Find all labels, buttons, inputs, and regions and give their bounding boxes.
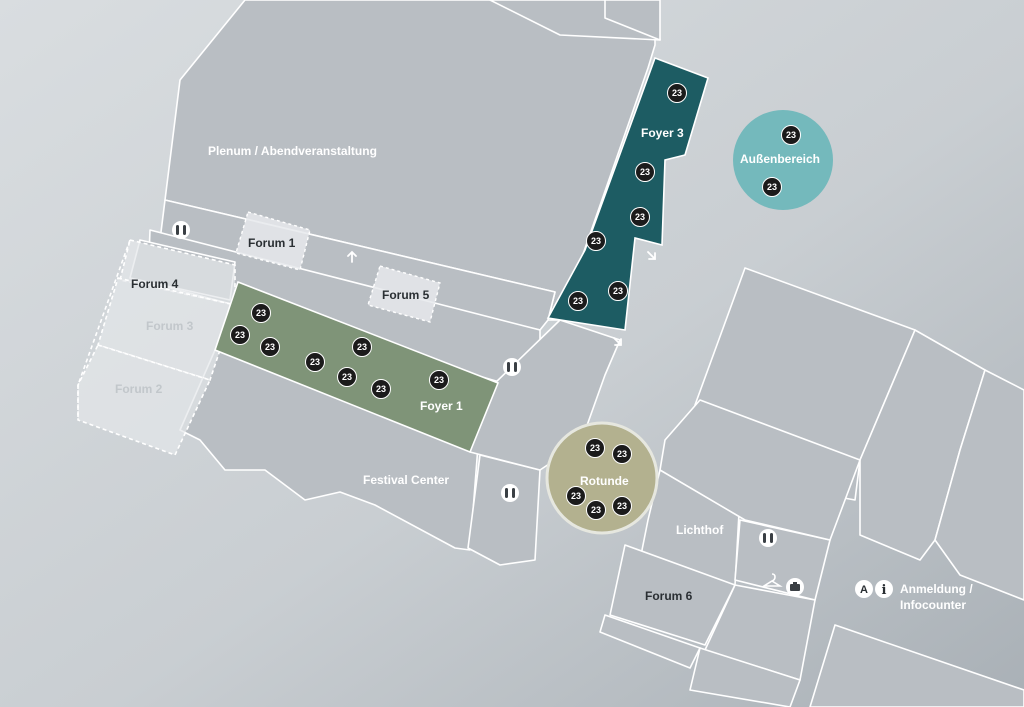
label-foyer-3: Foyer 3 bbox=[641, 126, 684, 140]
session-pin[interactable]: 23 bbox=[585, 438, 605, 458]
session-pin-label: 23 bbox=[265, 342, 275, 352]
area-aussenbereich[interactable] bbox=[733, 110, 833, 210]
session-pin[interactable]: 23 bbox=[608, 281, 628, 301]
luggage-icon bbox=[786, 578, 804, 596]
info-badge-letter: A bbox=[860, 584, 868, 596]
session-pin[interactable]: 23 bbox=[337, 367, 357, 387]
session-pin[interactable]: 23 bbox=[568, 291, 588, 311]
session-pin-label: 23 bbox=[672, 88, 682, 98]
session-pin-label: 23 bbox=[635, 212, 645, 222]
session-pin[interactable]: 23 bbox=[635, 162, 655, 182]
session-pin[interactable]: 23 bbox=[305, 352, 325, 372]
session-pin-label: 23 bbox=[256, 308, 266, 318]
label-forum-5: Forum 5 bbox=[382, 288, 430, 302]
room-north-corner bbox=[604, 0, 661, 41]
session-pin[interactable]: 23 bbox=[230, 325, 250, 345]
session-pin[interactable]: 23 bbox=[566, 486, 586, 506]
session-pin-label: 23 bbox=[310, 357, 320, 367]
label-forum-1: Forum 1 bbox=[248, 236, 296, 250]
session-pin[interactable]: 23 bbox=[260, 337, 280, 357]
session-pin-label: 23 bbox=[376, 384, 386, 394]
session-pin[interactable]: 23 bbox=[251, 303, 271, 323]
session-pin-label: 23 bbox=[235, 330, 245, 340]
session-pin-label: 23 bbox=[640, 167, 650, 177]
label-rotunde: Rotunde bbox=[580, 474, 629, 488]
corridor-south-west bbox=[467, 454, 541, 566]
label-anmeldung: Anmeldung / bbox=[900, 582, 973, 596]
label-festival-center: Festival Center bbox=[363, 473, 449, 487]
label-forum-4: Forum 4 bbox=[131, 277, 179, 291]
session-pin-label: 23 bbox=[591, 505, 601, 515]
session-pin-label: 23 bbox=[573, 296, 583, 306]
restroom-icon bbox=[503, 358, 521, 376]
forum-1-box bbox=[235, 211, 311, 271]
room-forum-1[interactable] bbox=[235, 211, 311, 271]
session-pin[interactable]: 23 bbox=[630, 207, 650, 227]
session-pin-label: 23 bbox=[786, 130, 796, 140]
session-pin-label: 23 bbox=[617, 501, 627, 511]
session-pin[interactable]: 23 bbox=[781, 125, 801, 145]
session-pin[interactable]: 23 bbox=[352, 337, 372, 357]
forum-west-block bbox=[77, 239, 237, 457]
session-pin-label: 23 bbox=[434, 375, 444, 385]
room-forum-5[interactable] bbox=[367, 265, 441, 323]
area-foyer-3[interactable] bbox=[546, 56, 709, 331]
label-lichthof: Lichthof bbox=[676, 523, 724, 537]
session-pin-label: 23 bbox=[571, 491, 581, 501]
wardrobe-icon bbox=[761, 573, 783, 587]
session-pin[interactable]: 23 bbox=[667, 83, 687, 103]
room-far-east-edge bbox=[934, 369, 1024, 601]
arrow-icon bbox=[613, 337, 622, 346]
session-pin[interactable]: 23 bbox=[612, 496, 632, 516]
room-forum-2[interactable] bbox=[77, 344, 212, 457]
session-pin-label: 23 bbox=[342, 372, 352, 382]
arrow-icon bbox=[647, 251, 656, 260]
session-pin[interactable]: 23 bbox=[371, 379, 391, 399]
session-pin-label: 23 bbox=[617, 449, 627, 459]
forum-5-box bbox=[367, 265, 441, 323]
session-pins: 23 23 23 23 23 23 23 23 23 23 23 23 23 23 23 23 23 23 23 23… bbox=[230, 83, 801, 520]
room-south-strip bbox=[599, 614, 701, 669]
session-pin[interactable]: 23 bbox=[429, 370, 449, 390]
session-pin[interactable]: 23 bbox=[612, 444, 632, 464]
session-pin-label: 23 bbox=[357, 342, 367, 352]
session-pin-label: 23 bbox=[613, 286, 623, 296]
label-forum-3: Forum 3 bbox=[146, 319, 194, 333]
area-foyer-1[interactable] bbox=[213, 280, 500, 454]
room-forum-6[interactable] bbox=[609, 544, 736, 646]
session-pin-label: 23 bbox=[590, 443, 600, 453]
label-aussenbereich: Außenbereich bbox=[740, 152, 820, 166]
restroom-icon bbox=[172, 221, 190, 239]
session-pin[interactable]: 23 bbox=[586, 500, 606, 520]
session-pin-label: 23 bbox=[591, 236, 601, 246]
label-forum-2: Forum 2 bbox=[115, 382, 163, 396]
info-icon[interactable]: A i bbox=[855, 580, 893, 598]
info-badge-symbol: i bbox=[882, 583, 887, 598]
room-south-strip-2 bbox=[689, 647, 801, 707]
room-south-east bbox=[809, 624, 1024, 707]
room-corridor-lichthof bbox=[659, 399, 861, 541]
restroom-icon bbox=[501, 484, 519, 502]
label-forum-6: Forum 6 bbox=[645, 589, 693, 603]
session-pin[interactable]: 23 bbox=[586, 231, 606, 251]
label-plenum: Plenum / Abendveranstaltung bbox=[208, 144, 377, 158]
restroom-icon bbox=[759, 529, 777, 547]
arrow-icon bbox=[347, 250, 357, 263]
session-pin[interactable]: 23 bbox=[762, 177, 782, 197]
session-pin-label: 23 bbox=[767, 182, 777, 192]
label-foyer-1: Foyer 1 bbox=[420, 399, 463, 413]
label-infocounter: Infocounter bbox=[900, 598, 966, 612]
